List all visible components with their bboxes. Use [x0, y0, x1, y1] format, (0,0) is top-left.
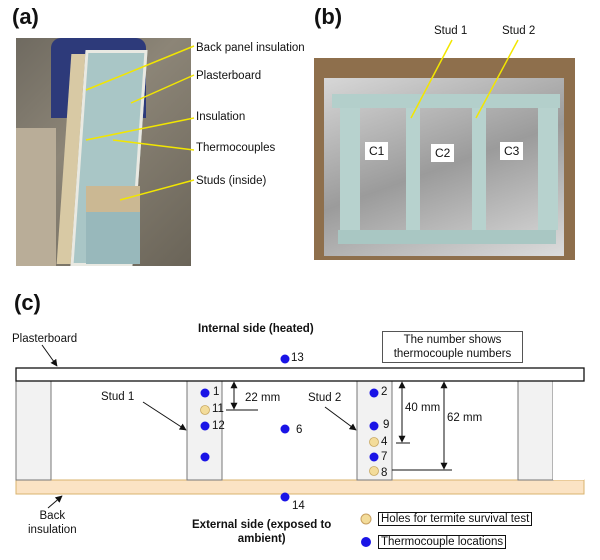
label-tc13: 13: [291, 352, 304, 364]
panel-lower-face: [86, 212, 140, 264]
back-insulation-line-1: Back: [39, 510, 66, 522]
dim-40-label: 40 mm: [405, 402, 441, 414]
panel-c-label: (c): [14, 290, 41, 315]
plasterboard-arrow: [41, 344, 58, 367]
stud-2-photo: [472, 108, 486, 230]
legend-holes-label: Holes for termite survival test: [378, 512, 533, 526]
label-tc14: 14: [292, 500, 305, 512]
callout-insulation: Insulation: [196, 111, 246, 123]
callout-line-thermocouples: [112, 139, 195, 151]
stud-2-label: Stud 2: [308, 392, 342, 404]
label-tc9: 9: [383, 419, 390, 431]
label-tc1: 1: [213, 386, 220, 398]
label-stud-2-photo: Stud 2: [502, 25, 536, 37]
back-insulation-layer: [15, 479, 585, 495]
panel-b-label: (b): [314, 4, 343, 29]
stud-1-photo: [406, 108, 420, 230]
thermocouple-14: [280, 492, 290, 502]
hole-11: [200, 405, 210, 415]
label-tc8: 8: [381, 467, 388, 479]
external-side-line-1: External side (exposed to: [192, 519, 332, 531]
panel-b-photo: [314, 58, 575, 260]
thermocouple-1: [200, 388, 210, 398]
back-insulation-line-2: insulation: [28, 524, 77, 536]
dim-22-label: 22 mm: [245, 392, 281, 404]
stud-end: [86, 186, 140, 212]
label-stud-1-photo: Stud 1: [434, 25, 468, 37]
callout-studs-inside: Studs (inside): [196, 175, 267, 187]
callout-line-stud-2: [475, 39, 519, 119]
external-side-label: External side (exposed to ambient): [192, 518, 331, 546]
stud-1-arrow: [142, 401, 187, 431]
thermocouple-2: [369, 388, 379, 398]
cavity-c2: C2: [431, 144, 455, 162]
back-insulation-label: Back insulation: [28, 509, 77, 537]
label-tc6: 6: [296, 424, 303, 436]
callout-back-panel-insulation: Back panel insulation: [196, 42, 305, 54]
end-stud-left: [15, 380, 52, 481]
panel-a-photo: [16, 38, 191, 266]
cavity-c1: C1: [365, 142, 389, 160]
label-tc11: 11: [212, 403, 224, 415]
label-tc7: 7: [381, 451, 388, 463]
label-tc4: 4: [381, 436, 388, 448]
back-insulation-arrow: [47, 495, 63, 509]
frame-top: [332, 94, 560, 108]
legend-hole-marker: [360, 513, 372, 525]
callout-line-studs: [119, 179, 195, 201]
callout-line-stud-1: [410, 39, 453, 119]
stud-2-arrow: [324, 406, 357, 431]
dim-62-label: 62 mm: [447, 412, 483, 424]
end-stud-right: [517, 380, 554, 481]
wall-left: [16, 128, 56, 266]
label-tc2: 2: [381, 386, 388, 398]
legend-thermocouples-label: Thermocouple locations: [378, 535, 507, 549]
note-line-1: The number shows: [403, 334, 502, 346]
hole-4: [369, 437, 379, 447]
thermocouple-13: [280, 354, 290, 364]
external-side-line-2: ambient): [237, 533, 286, 545]
note-box: The number shows thermocouple numbers: [382, 331, 523, 363]
cavity-c3: C3: [500, 142, 524, 160]
callout-line-plasterboard: [130, 74, 195, 104]
legend-thermocouple-marker: [361, 537, 371, 547]
callout-line-back-insulation: [85, 45, 195, 91]
thermocouple-7: [369, 452, 379, 462]
stud-1-label: Stud 1: [101, 391, 135, 403]
frame-left: [340, 108, 360, 230]
thermocouple-6: [280, 424, 290, 434]
callout-line-insulation: [85, 117, 195, 141]
panel-a-label: (a): [12, 4, 39, 29]
thermocouple-unlabeled: [200, 452, 210, 462]
thermocouple-12: [200, 421, 210, 431]
thermocouple-9: [369, 421, 379, 431]
frame-right: [538, 108, 558, 230]
label-tc12: 12: [212, 420, 225, 432]
plasterboard-layer: [15, 367, 585, 382]
right-margin-fill: [553, 381, 584, 480]
internal-side-label: Internal side (heated): [198, 323, 314, 335]
callout-plasterboard: Plasterboard: [196, 70, 262, 82]
callout-thermocouples: Thermocouples: [196, 142, 276, 154]
hole-8: [369, 466, 379, 476]
plasterboard-label: Plasterboard: [12, 333, 78, 345]
note-line-2: thermocouple numbers: [393, 348, 512, 360]
stud-2: [356, 380, 393, 481]
frame-bottom: [338, 230, 556, 244]
